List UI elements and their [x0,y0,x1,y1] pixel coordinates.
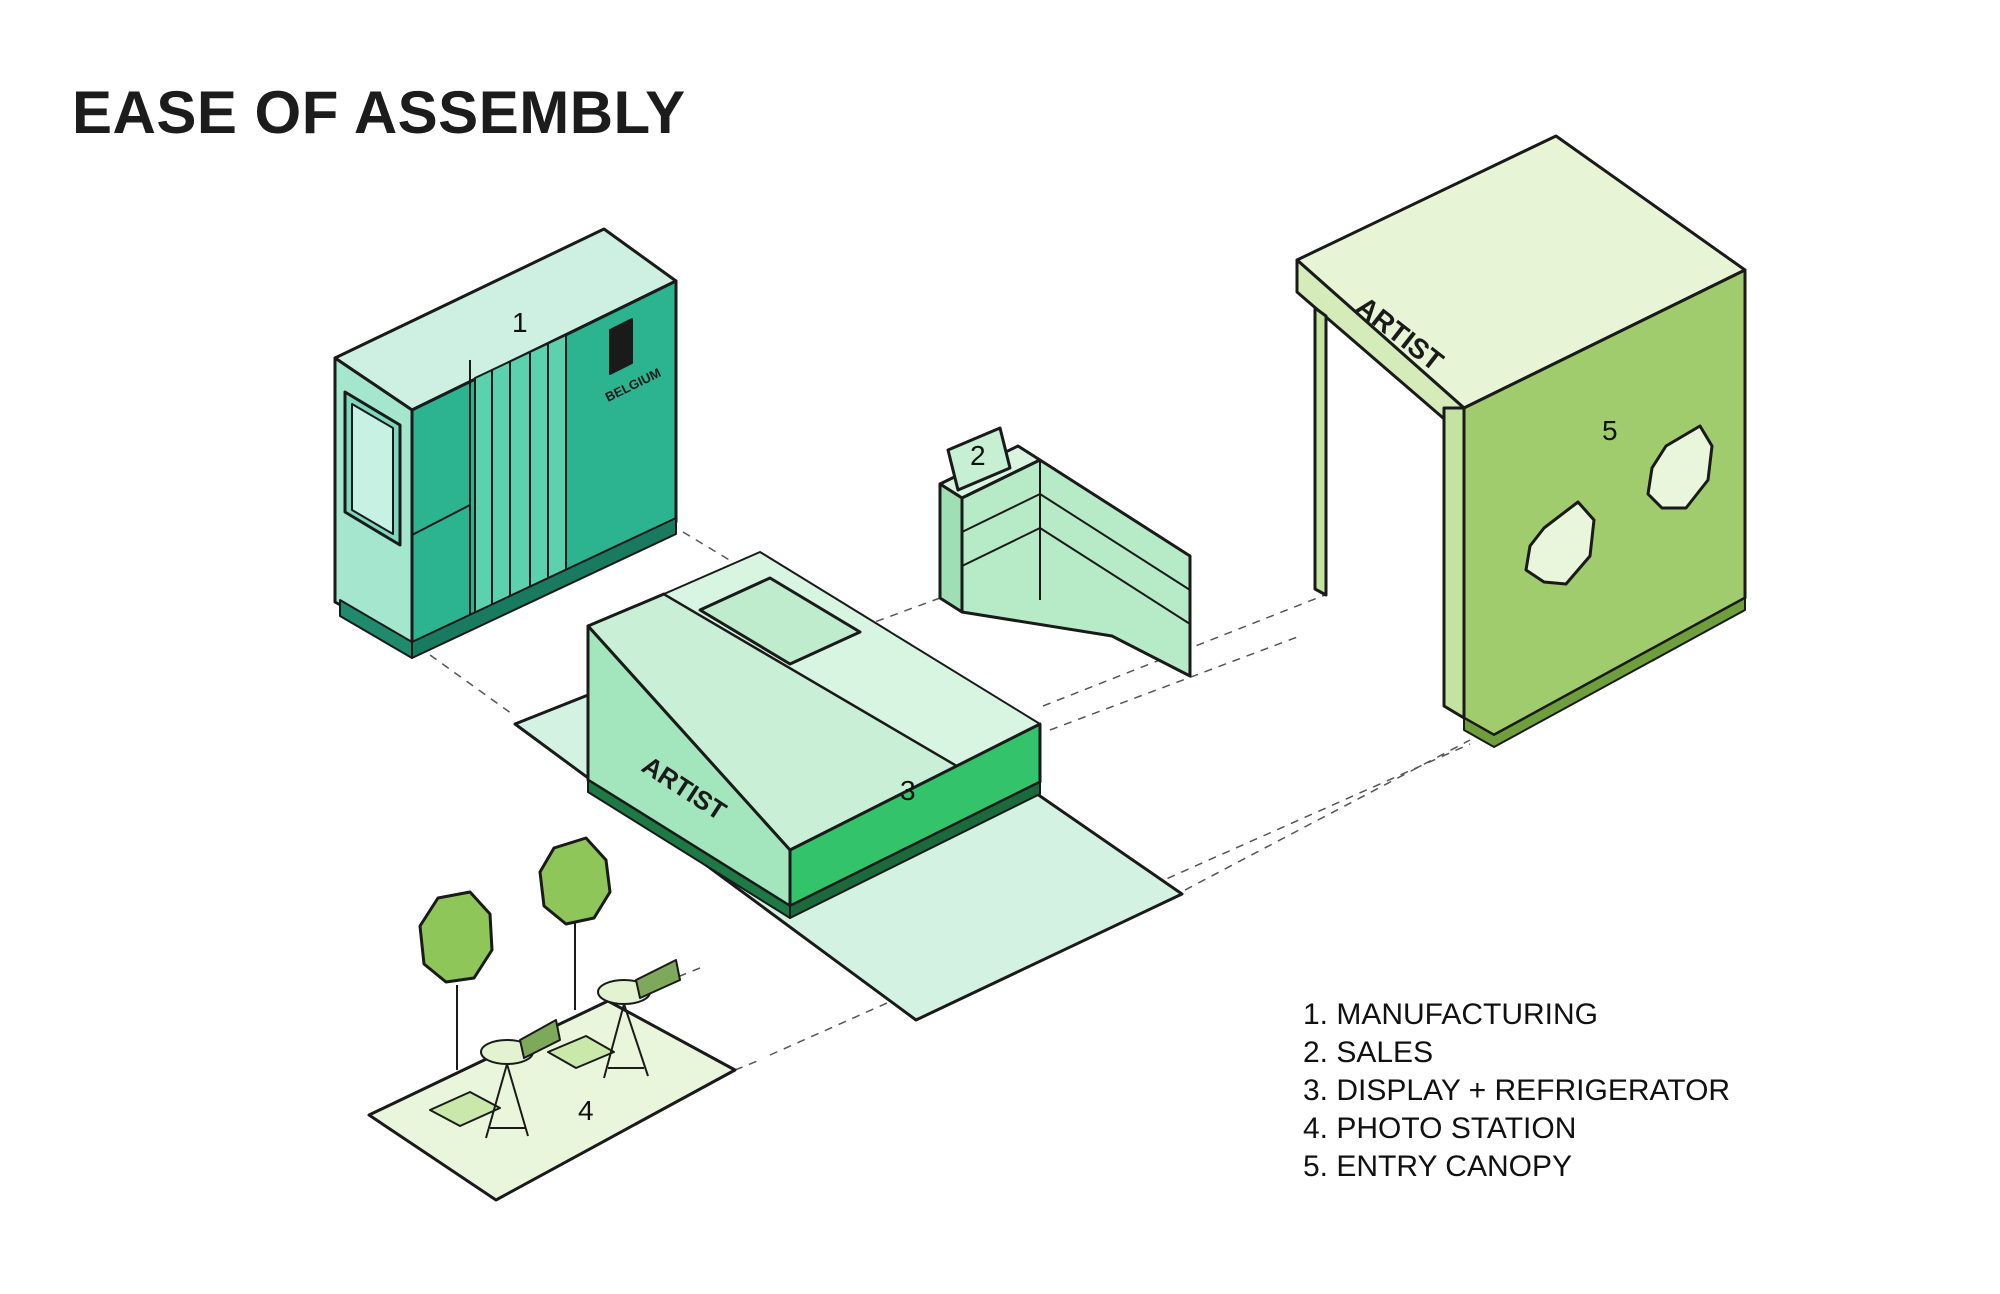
sales-back [938,482,964,614]
tree-canopy [418,890,494,984]
legend-item-display: 3. DISPLAY + REFRIGERATOR [1303,1074,1731,1107]
photo-number: 4 [578,1095,594,1126]
manufacturing-number: 1 [512,307,528,338]
canopy-inner-wall [1442,406,1466,720]
canopy-post [1313,306,1328,597]
legend-item-manufacturing: 1. MANUFACTURING [1303,998,1599,1031]
module-photo-station: 4 [367,836,737,1202]
legend-item-sales: 2. SALES [1303,1036,1434,1069]
display-back-wing [698,576,862,666]
module-sales: 2 [938,426,1192,678]
legend-item-entry-canopy: 5. ENTRY CANOPY [1303,1150,1572,1183]
canopy-window [1524,500,1596,586]
module-entry-canopy: ARTIST 5 [1295,134,1747,748]
canopy-window [1646,424,1714,510]
module-display: ARTIST 3 [586,551,1042,919]
sales-sign [946,426,1012,492]
tree-canopy [538,836,612,926]
module-manufacturing: BELGIUM 1 [333,227,678,659]
page-title: EASE OF ASSEMBLY [72,79,686,146]
legend-item-photo-station: 4. PHOTO STATION [1303,1112,1577,1145]
sales-number: 2 [970,440,986,471]
canopy-number: 5 [1602,415,1618,446]
legend: 1. MANUFACTURING 2. SALES 3. DISPLAY + R… [1303,996,1730,1186]
display-number: 3 [900,775,916,806]
